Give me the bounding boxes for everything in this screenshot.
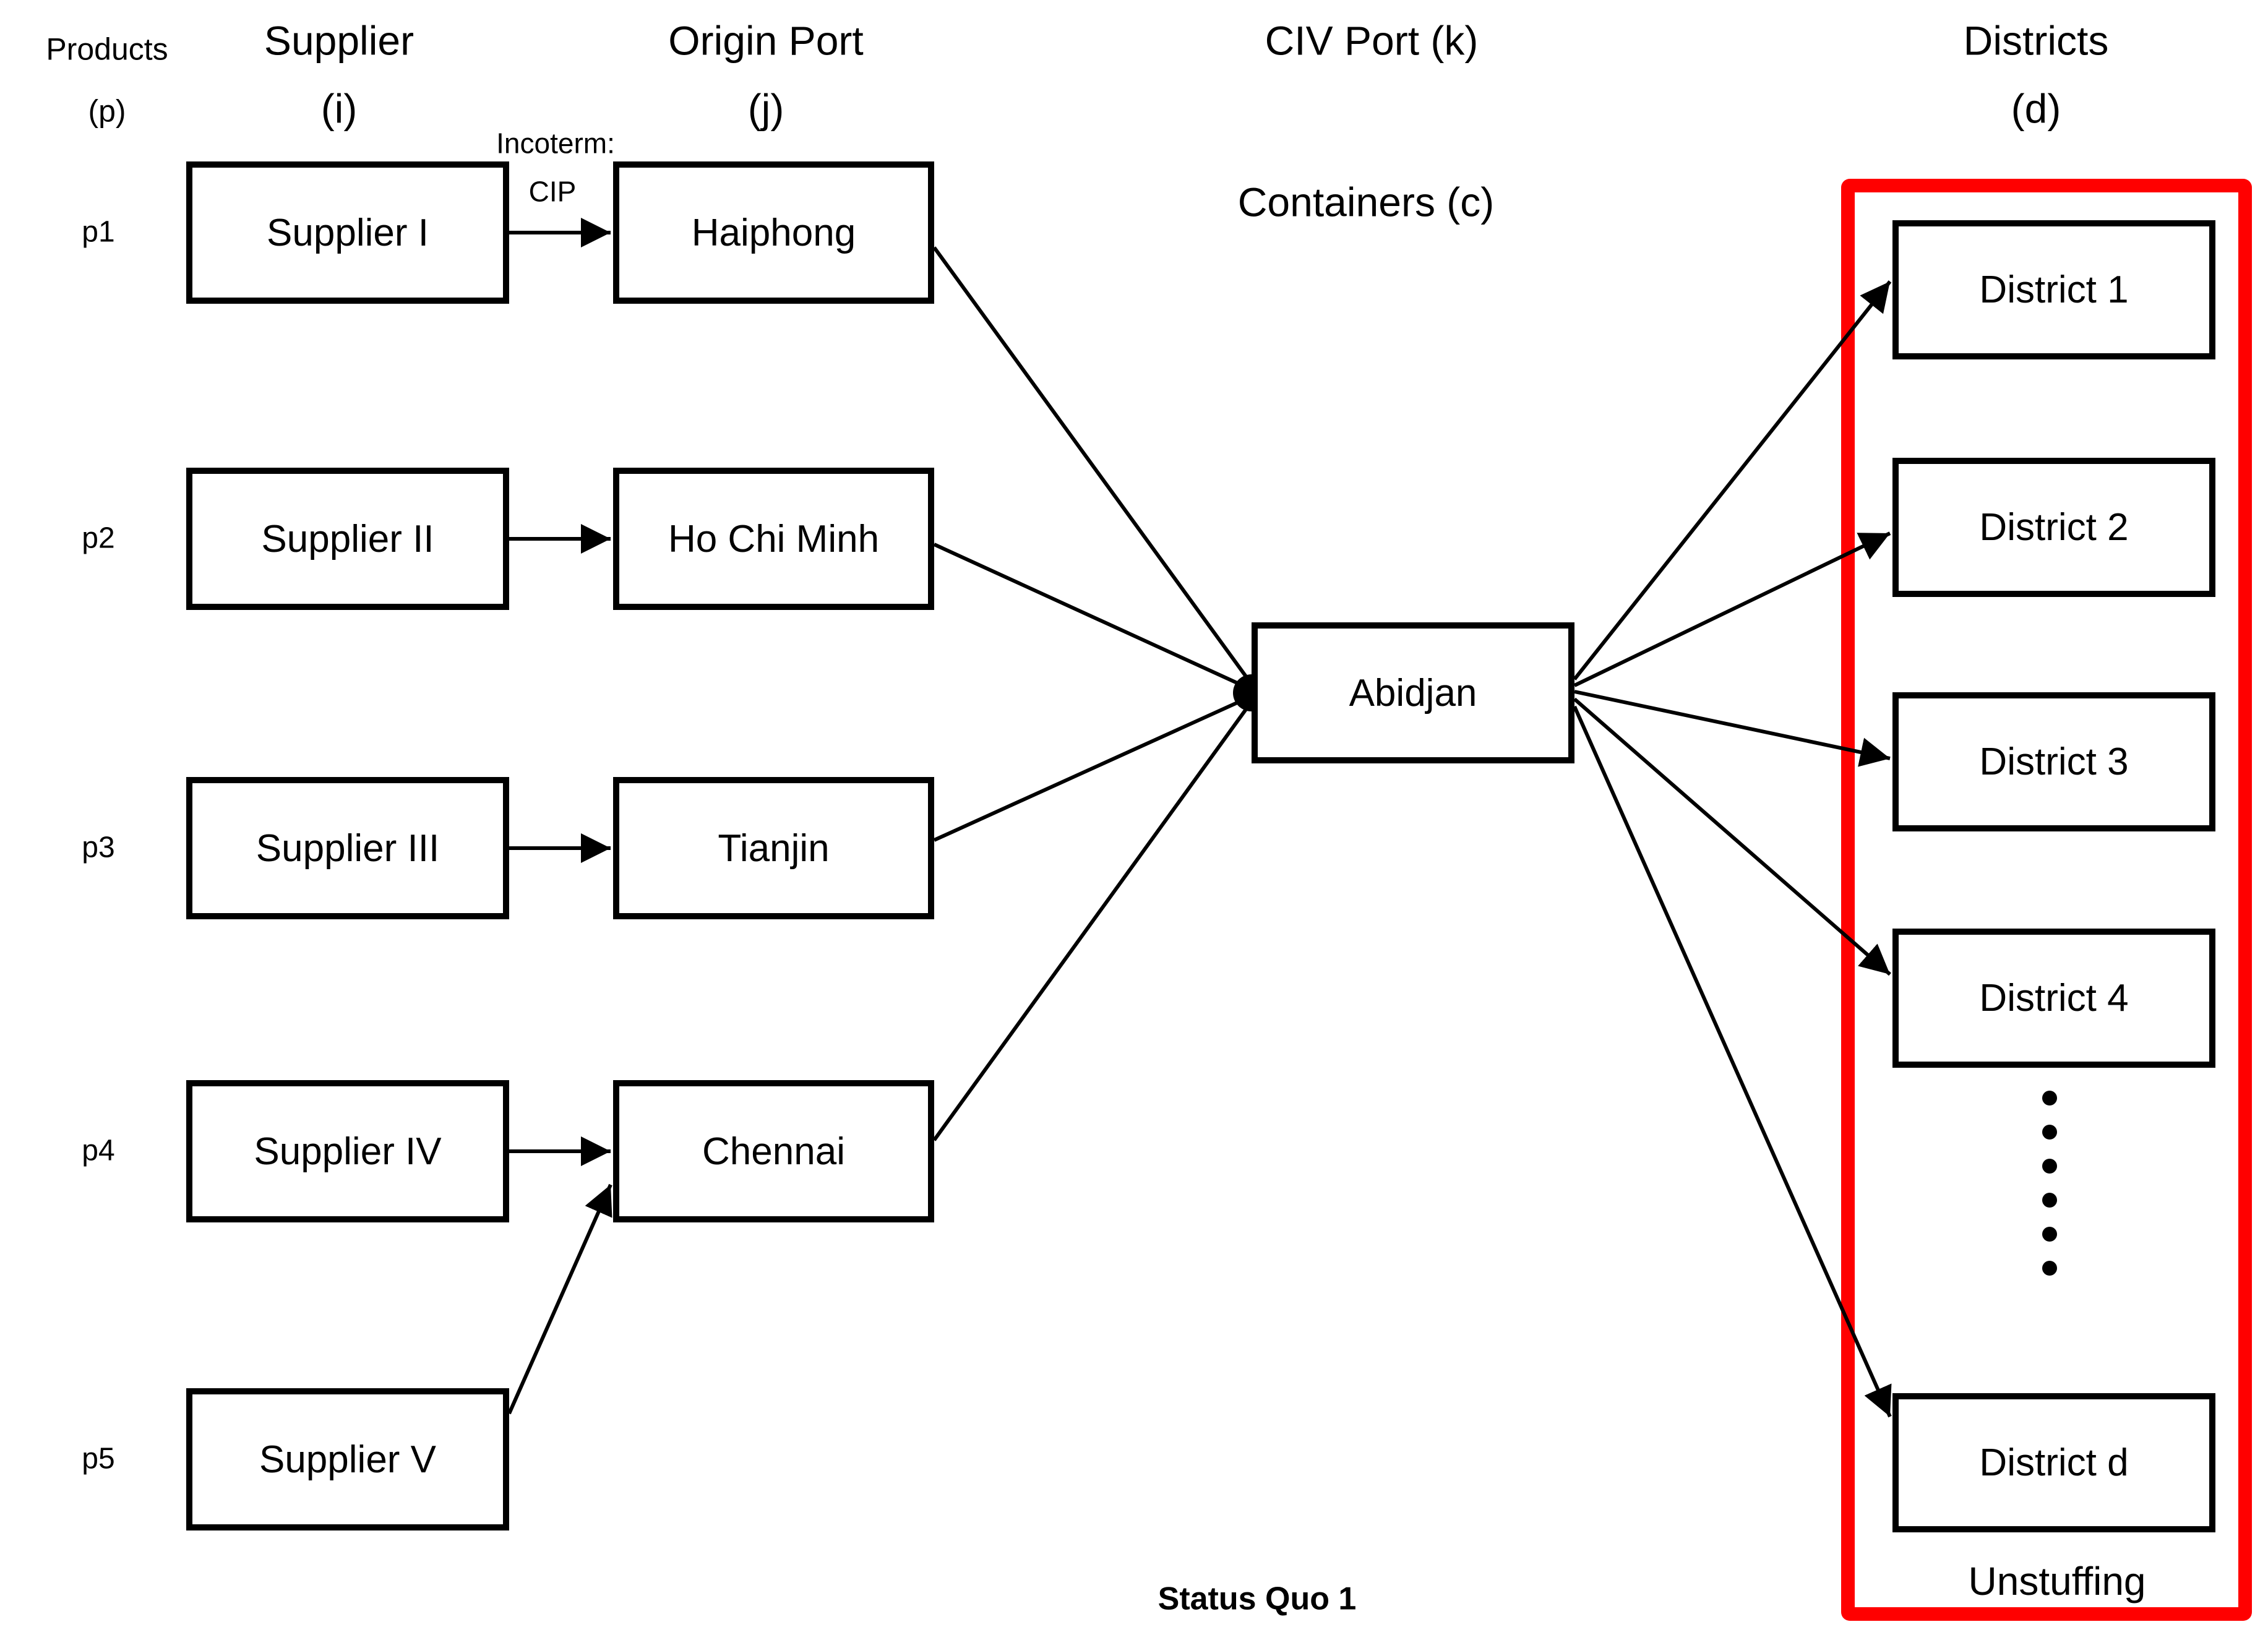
- edge-abidjan-district-1: [1573, 280, 1892, 680]
- node-district-3: District 3: [1892, 692, 2215, 831]
- node-supplier-4: Supplier IV: [186, 1080, 509, 1222]
- node-supplier-3: Supplier III: [186, 777, 509, 919]
- districts-highlight-box: [1841, 179, 2252, 1621]
- edge-chennai-abidjan: [932, 698, 1255, 1141]
- diagram-caption: Status Quo 1: [1158, 1581, 1357, 1617]
- product-label-p1: p1: [82, 215, 115, 249]
- node-supplier-1: Supplier I: [186, 161, 509, 304]
- edge-abidjan-district-3: [1574, 690, 1891, 767]
- supplier-header-line2: (i): [320, 85, 358, 132]
- node-supplier-5: Supplier V: [186, 1388, 509, 1530]
- node-district-2: District 2: [1892, 458, 2215, 597]
- origin-port-header-line2: (j): [747, 85, 784, 132]
- edge-tianjin-abidjan: [933, 693, 1255, 842]
- ellipsis-dot: [2042, 1159, 2057, 1174]
- origin-port-header-line1: Origin Port: [668, 17, 864, 64]
- ellipsis-dot: [2042, 1125, 2057, 1140]
- node-origin-port-tianjin: Tianjin: [613, 777, 934, 919]
- districts-header-line1: Districts: [1963, 17, 2109, 64]
- edge-abidjan-district-d: [1573, 705, 1892, 1418]
- ellipsis-dot: [2042, 1193, 2057, 1208]
- edge-group: [507, 218, 1892, 1418]
- edge-abidjan-district-2: [1573, 531, 1891, 687]
- districts-header-line2: (d): [2011, 85, 2061, 132]
- node-supplier-2: Supplier II: [186, 468, 509, 610]
- node-origin-port-hochiminh: Ho Chi Minh: [613, 468, 934, 610]
- edge-haiphong-abidjan: [932, 246, 1255, 688]
- unstuffing-label: Unstuffing: [1968, 1558, 2146, 1603]
- product-label-p3: p3: [82, 831, 115, 864]
- containers-label: Containers (c): [1237, 179, 1495, 225]
- edge-ho-chi-minh-abidjan: [933, 543, 1255, 692]
- edge-abidjan-district-4: [1573, 697, 1891, 976]
- ellipsis-dot: [2042, 1227, 2057, 1242]
- node-district-1: District 1: [1892, 220, 2215, 359]
- civ-port-header: CIV Port (k): [1265, 17, 1479, 64]
- node-origin-port-haiphong: Haiphong: [613, 161, 934, 304]
- ellipsis-dot: [2042, 1091, 2057, 1105]
- product-label-p2: p2: [82, 522, 115, 555]
- supplier-header-line1: Supplier: [264, 17, 415, 64]
- products-header-line1: Products: [46, 32, 168, 67]
- node-district-d: District d: [1892, 1393, 2215, 1532]
- vertical-ellipsis-icon: [2042, 1091, 2057, 1276]
- products-header-line2: (p): [88, 93, 126, 129]
- node-district-4: District 4: [1892, 929, 2215, 1068]
- edge-supplier-v-chennai: [507, 1183, 612, 1415]
- incoterm-value: CIP: [528, 175, 577, 208]
- product-label-p5: p5: [82, 1442, 115, 1475]
- node-origin-port-chennai: Chennai: [613, 1080, 934, 1222]
- incoterm-label: Incoterm:: [496, 127, 615, 160]
- product-label-p4: p4: [82, 1134, 115, 1167]
- node-civ-port-abidjan: Abidjan: [1252, 622, 1574, 763]
- ellipsis-dot: [2042, 1261, 2057, 1276]
